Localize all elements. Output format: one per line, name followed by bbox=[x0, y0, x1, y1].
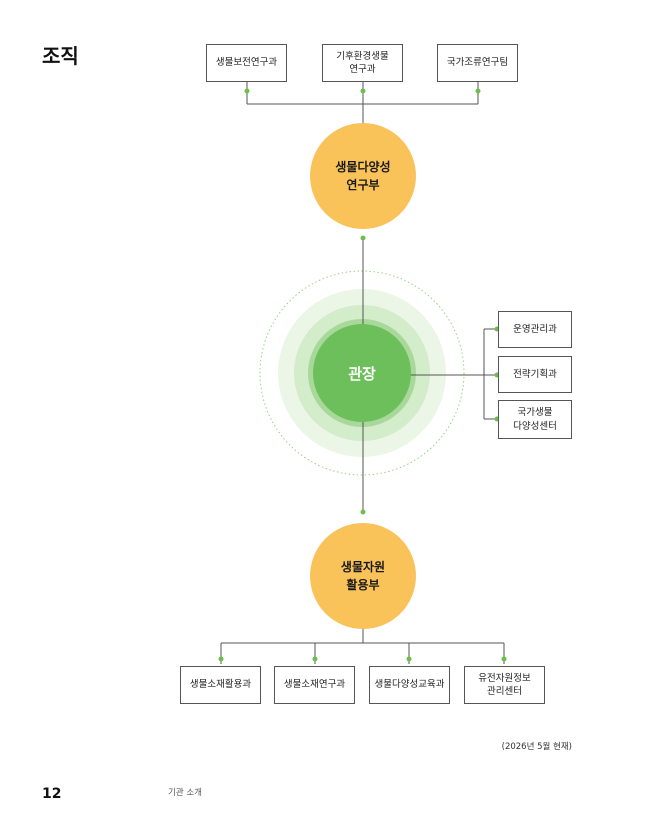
top-department-label: 생물다양성 연구부 bbox=[335, 160, 391, 192]
date-note: (2026년 5월 현재) bbox=[501, 742, 572, 752]
unit-box-biodiversity-center: 국가생물 다양성센터 bbox=[498, 400, 572, 439]
bottom-department-label: 생물자원 활용부 bbox=[340, 560, 386, 592]
bottom-department-circle bbox=[310, 523, 416, 629]
page-title: 조직 bbox=[42, 44, 79, 68]
director-label: 관장 bbox=[348, 364, 376, 383]
unit-box-material-research: 생물소재연구과 bbox=[274, 666, 355, 704]
unit-box-operations: 운영관리과 bbox=[498, 311, 572, 348]
spine-dots bbox=[360, 235, 366, 515]
top-connector-dots bbox=[244, 88, 481, 94]
unit-box-strategy: 전략기획과 bbox=[498, 356, 572, 393]
unit-box-genetic-info-center: 유전자원정보 관리센터 bbox=[464, 666, 545, 704]
unit-box-bird-team: 국가조류연구팀 bbox=[437, 44, 518, 82]
page-number: 12 bbox=[42, 786, 62, 802]
unit-box-conservation: 생물보전연구과 bbox=[206, 44, 287, 82]
bottom-connector-dots bbox=[218, 656, 507, 662]
section-label: 기관 소개 bbox=[168, 788, 202, 798]
outer-dotted-ring bbox=[259, 270, 465, 476]
top-department-circle bbox=[310, 123, 416, 229]
bottom-connector-lines bbox=[220, 629, 505, 664]
unit-box-climate: 기후환경생물 연구과 bbox=[322, 44, 403, 82]
unit-box-material-utilization: 생물소재활용과 bbox=[180, 666, 261, 704]
director-circle bbox=[313, 324, 411, 422]
unit-box-biodiversity-education: 생물다양성교육과 bbox=[369, 666, 450, 704]
